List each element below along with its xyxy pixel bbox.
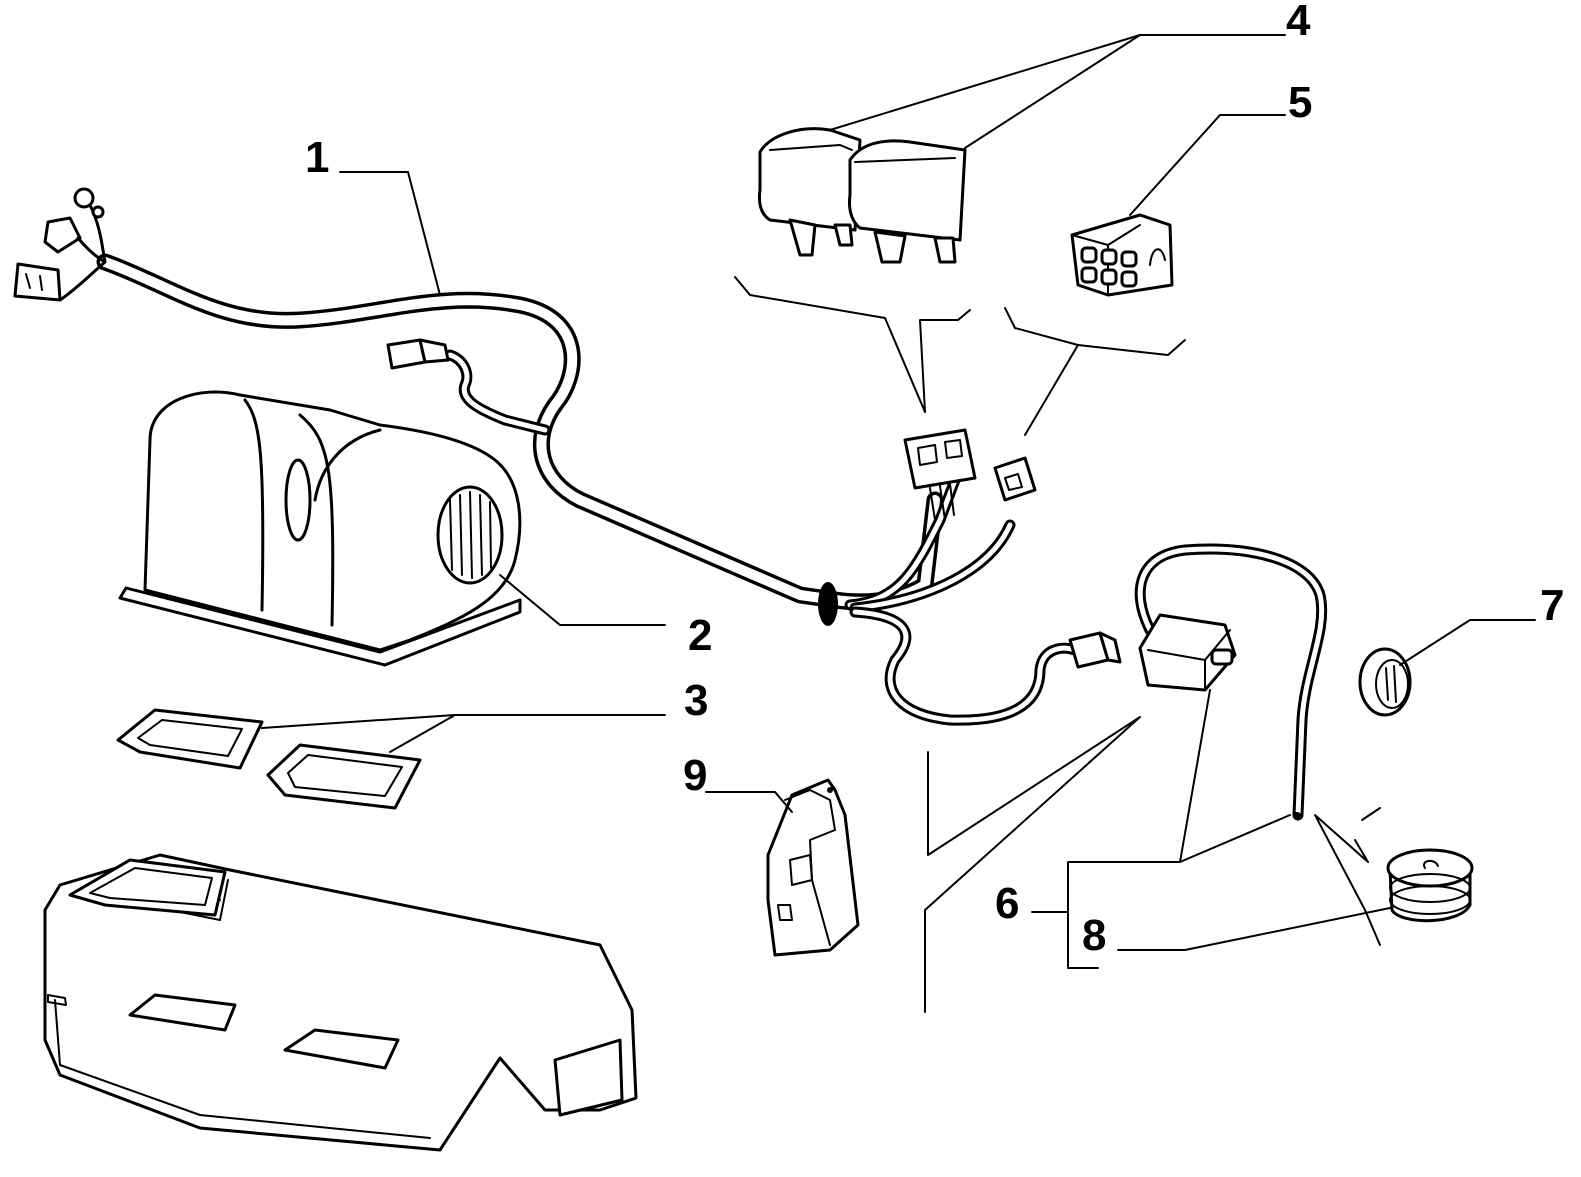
connector-block xyxy=(1070,213,1174,297)
gaskets xyxy=(116,708,422,810)
callout-1: 1 xyxy=(305,133,329,182)
callout-9: 9 xyxy=(683,751,707,800)
sensor-switch xyxy=(1134,543,1328,821)
callout-2: 2 xyxy=(688,611,712,660)
blower-fan-motor xyxy=(118,390,522,667)
callout-3: 3 xyxy=(684,676,708,725)
callout-5: 5 xyxy=(1288,78,1312,127)
wiring-harness xyxy=(13,187,1122,726)
callout-8: 8 xyxy=(1082,911,1106,960)
callout-6: 6 xyxy=(995,879,1019,928)
grommet xyxy=(1358,647,1412,717)
heater-housing xyxy=(43,853,638,1152)
indicator-lines xyxy=(734,276,1381,1013)
callout-7: 7 xyxy=(1540,581,1564,630)
callout-4: 4 xyxy=(1286,0,1311,45)
leader-lines xyxy=(261,34,1536,969)
resistor-module xyxy=(766,778,860,957)
relays xyxy=(758,127,967,264)
rubber-damper xyxy=(1386,848,1474,923)
